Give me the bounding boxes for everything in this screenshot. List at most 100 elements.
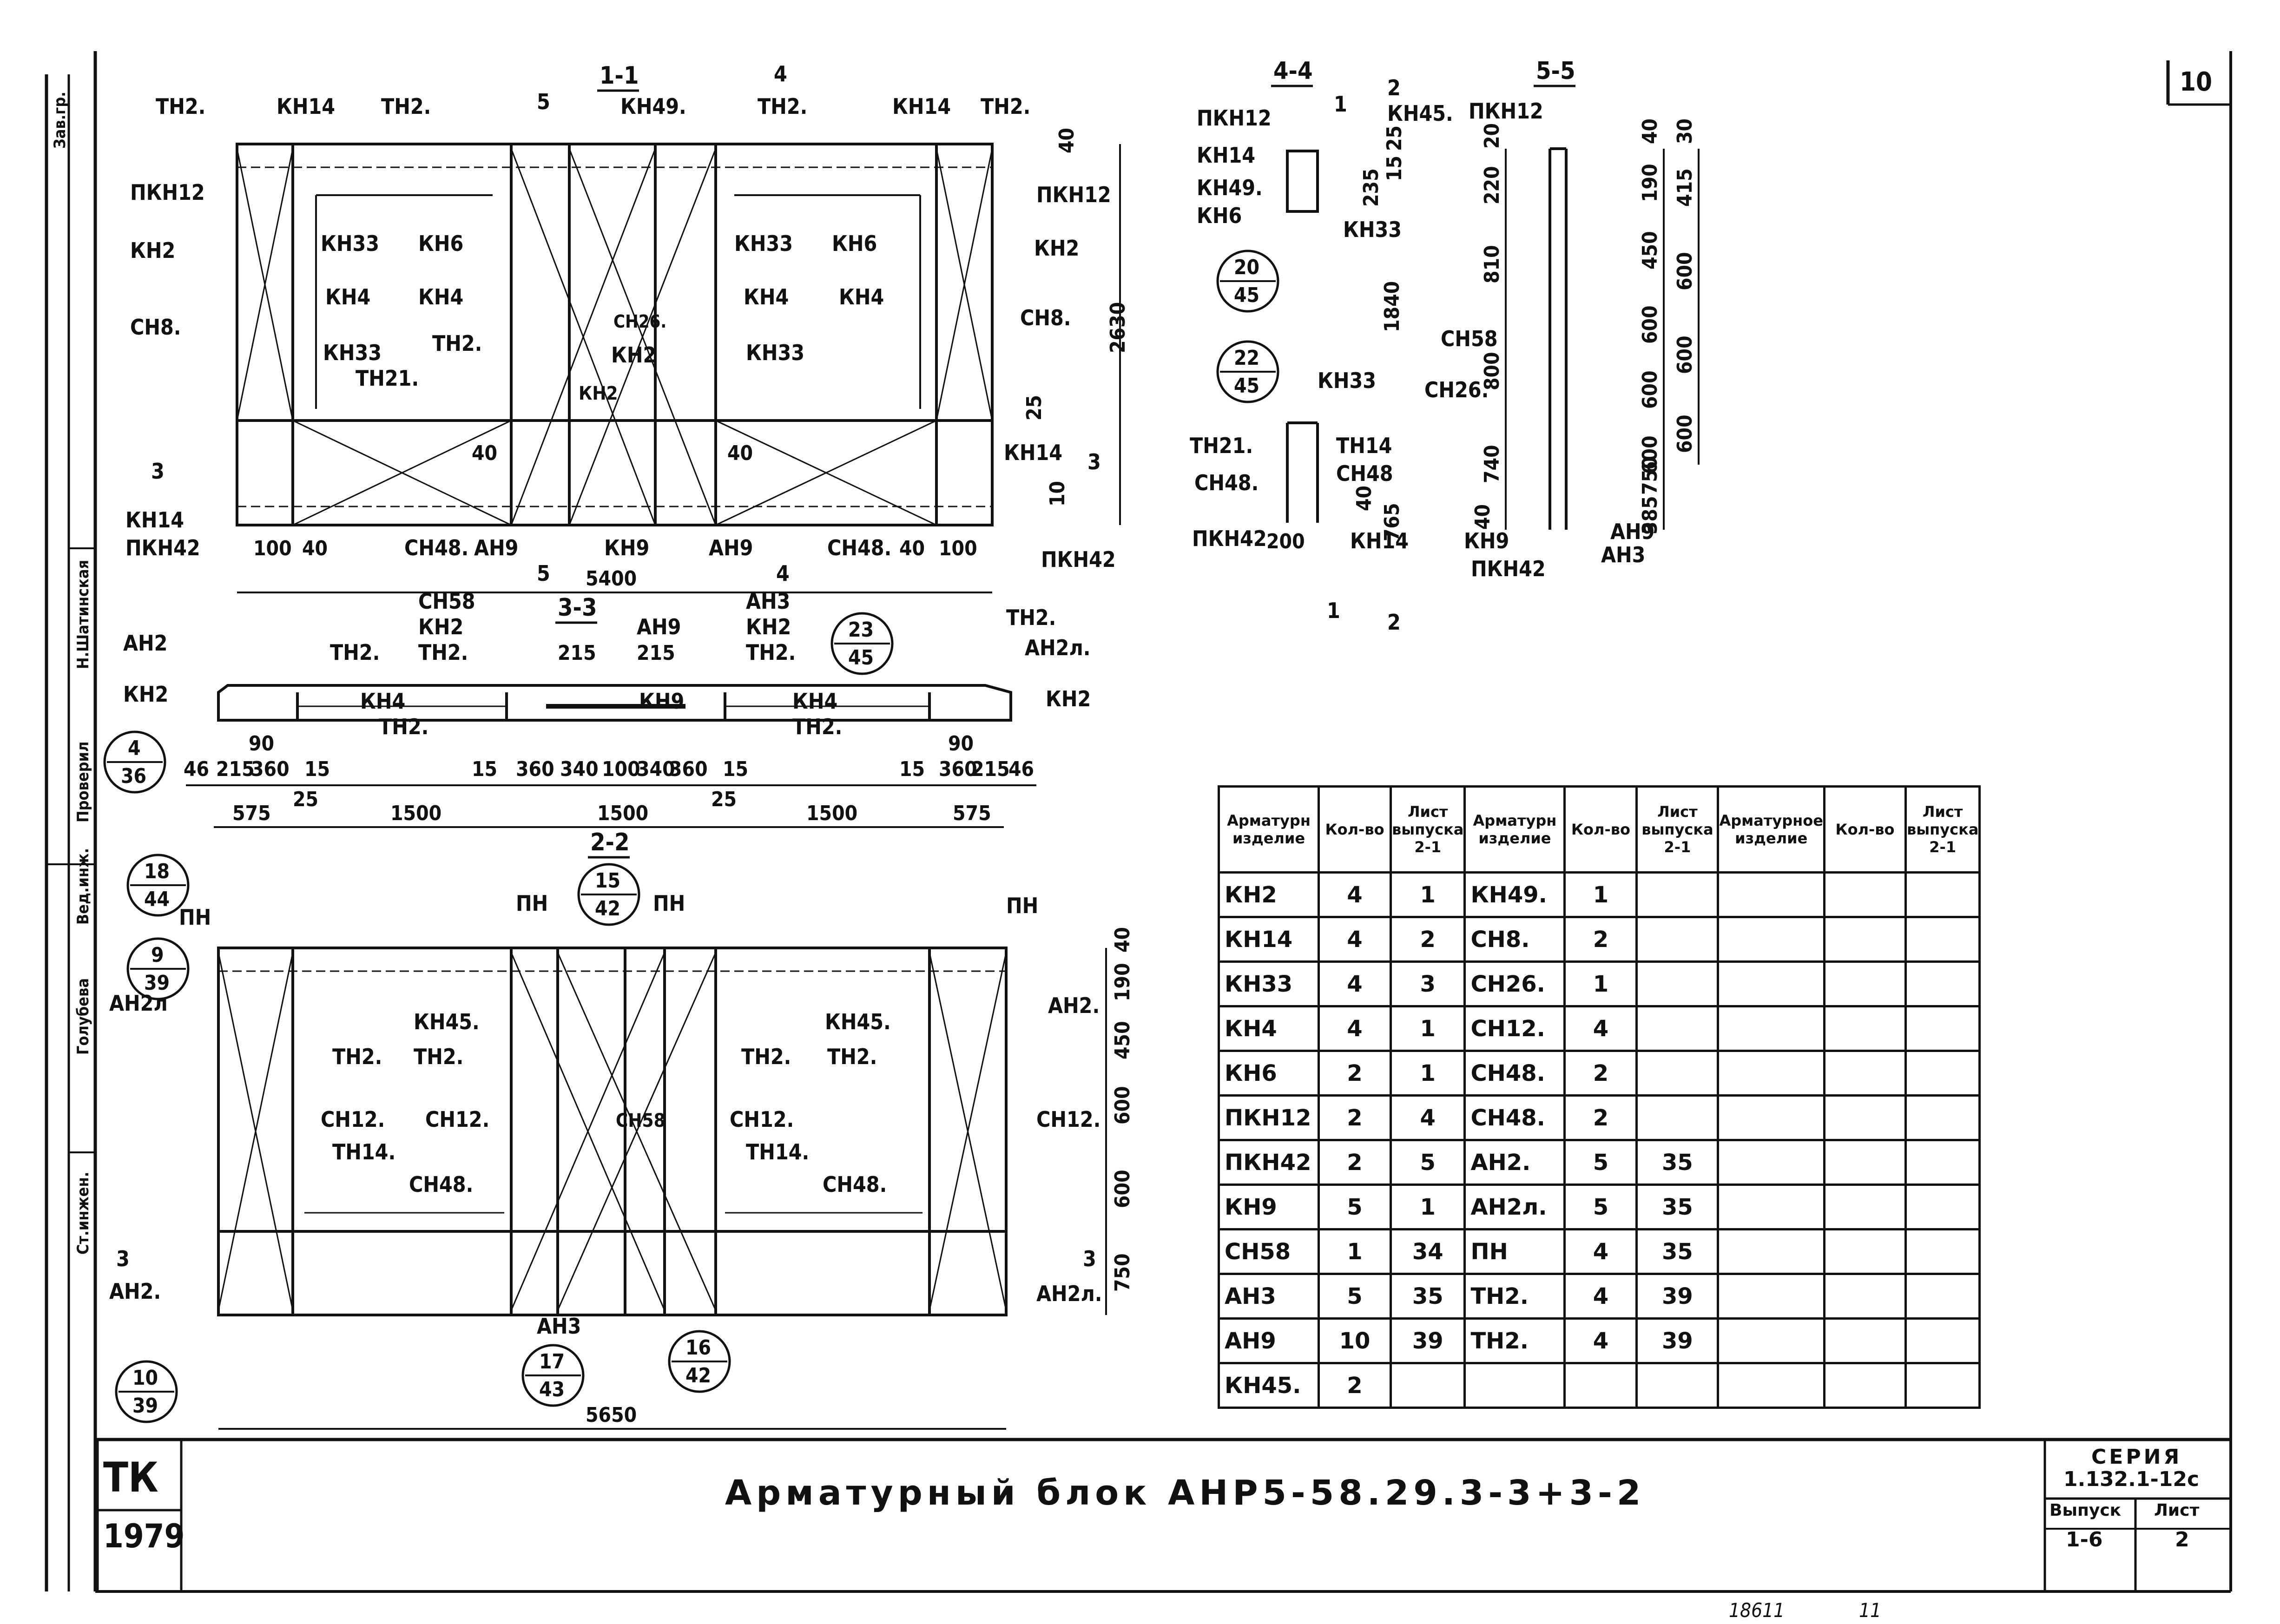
- d33-s0: 46: [184, 757, 209, 781]
- spec-cell-empty: [1904, 1273, 1981, 1320]
- spec-cell-empty: [1717, 1094, 1825, 1141]
- spec-cell: 10: [1318, 1317, 1392, 1364]
- section-title-1-1: 1-1: [600, 62, 639, 90]
- circle-44-0-bot: 45: [1234, 283, 1259, 307]
- spec-cell: 4: [1318, 1005, 1392, 1052]
- spec-cell-empty: [1904, 1050, 1981, 1097]
- d33-s9: 100: [602, 757, 640, 781]
- dim-55-m7: 385: [1638, 496, 1662, 534]
- spec-cell-empty: [1904, 871, 1981, 918]
- dim-55-r0: 30: [1673, 118, 1697, 144]
- spec-cell: 35: [1635, 1183, 1720, 1230]
- cut-marks-2-2: 3 3: [116, 1246, 1096, 1271]
- spec-cell-empty: [1823, 1362, 1907, 1409]
- spec-cell: 5: [1563, 1139, 1638, 1186]
- d33-s6: 15: [472, 757, 497, 781]
- spec-cell-empty: [1823, 871, 1907, 918]
- dim-44-1: 235: [1359, 168, 1383, 207]
- lbl-11-bot-1: АН9: [474, 535, 518, 560]
- lbl-33-11: ТН2.: [379, 714, 428, 739]
- lbl-11-top-0: ТН2.: [156, 94, 205, 119]
- labels-3-3: АН2 КН2 ТН2. СН58 КН2 ТН2. АН9 АН3 КН2 Т…: [123, 589, 1091, 739]
- lbl-33-17: КН2: [1046, 686, 1091, 711]
- dim-55-m3: 600: [1638, 305, 1662, 344]
- lbl-44-1: КН14: [1197, 143, 1255, 168]
- d33-m4: 575: [953, 802, 991, 825]
- lbl-44-9: СН48.: [1194, 470, 1259, 495]
- lbl-11-top-5: КН14: [892, 94, 951, 119]
- dims-2-2: 40 190 450 600 600 750 5650: [586, 927, 1134, 1427]
- d33-s7: 360: [516, 757, 554, 781]
- circle-22-3-top: 10: [132, 1366, 158, 1390]
- spec-cell: СН8.: [1463, 916, 1566, 963]
- dim-22-5: 750: [1111, 1253, 1134, 1292]
- d33-s3: 360: [251, 757, 290, 781]
- dim-55-r3: 600: [1673, 335, 1697, 374]
- spec-cell: ТН2.: [1463, 1317, 1566, 1364]
- dim-22-total: 5650: [586, 1403, 637, 1427]
- footer-number-left: 18611: [1729, 1599, 1785, 1622]
- spec-cell: СН58: [1218, 1228, 1320, 1275]
- circles-4-4: 20 45 22 45: [1216, 250, 1279, 403]
- lbl-44-7: ТН21.: [1190, 433, 1253, 458]
- circle-22-0-bot: 44: [144, 888, 170, 911]
- lbl-11-in-6: ТН21.: [356, 366, 419, 391]
- spec-cell: 34: [1389, 1228, 1466, 1275]
- spec-cell-empty: [1717, 1362, 1825, 1409]
- circle-22-2-bot: 42: [595, 897, 620, 920]
- d33-s17: 215: [971, 757, 1010, 781]
- title-block: СЕРИЯ 1.132.1-12с Выпуск 1-6 Лист 2: [2045, 1440, 2231, 1552]
- spec-cell: 1: [1389, 1005, 1466, 1052]
- sheet-label: Лист: [2154, 1501, 2200, 1520]
- lbl-11-top-4: ТН2.: [758, 94, 807, 119]
- labels-5-5: ПКН12 СН58 СН26. КН9 ПКН42 АН9 АН3: [1424, 99, 1654, 581]
- dim-55-r4: 600: [1673, 414, 1697, 453]
- side-stamp: Н.Шатинская Проверил Вед.инж. Голубева С…: [51, 92, 92, 1255]
- issue-label: Выпуск: [2049, 1501, 2122, 1520]
- lbl-44-6: КН33: [1318, 368, 1376, 393]
- spec-cell: 1: [1318, 1228, 1392, 1275]
- lbl-44-5: КН33: [1343, 217, 1402, 242]
- spec-cell-empty: [1904, 960, 1981, 1007]
- lbl-11-left-3: КН14: [125, 507, 184, 533]
- lbl-22-21: АН2.: [109, 1279, 161, 1304]
- lbl-11-right-2: СН8.: [1020, 305, 1071, 330]
- spec-cell-empty: [1823, 1094, 1907, 1141]
- spec-cell: ПКН42: [1218, 1139, 1320, 1186]
- lbl-55-6: АН3: [1601, 542, 1645, 567]
- main-dims-3-3: 575 1500 1500 1500 575: [232, 802, 991, 825]
- spec-cell: [1635, 1094, 1720, 1141]
- spec-cell: КН6: [1218, 1050, 1320, 1097]
- spec-cell: 2: [1563, 1050, 1638, 1097]
- spec-cell-empty: [1823, 1273, 1907, 1320]
- lbl-11-top-6: ТН2.: [981, 94, 1030, 119]
- dim-22-0: 40: [1111, 927, 1134, 953]
- view-5-5: 5-5 ПКН12 СН58 СН26. КН9 ПКН42 АН9 АН3 2…: [1424, 57, 1700, 581]
- d33-s11: 360: [669, 757, 708, 781]
- lbl-22-5: КН45.: [825, 1009, 891, 1034]
- spec-cell: 4: [1318, 871, 1392, 918]
- dim-55-m6: 750: [1638, 456, 1662, 495]
- series-value: 1.132.1-12с: [2063, 1467, 2200, 1491]
- dimlines-1-1: [237, 144, 1121, 593]
- lbl-11-in-7: СН26.: [613, 311, 666, 332]
- lbl-22-10: ТН2.: [827, 1044, 877, 1069]
- circle-22-4-bot: 43: [539, 1378, 565, 1401]
- lbl-33-9: ТН2.: [746, 640, 796, 665]
- spec-cell: АН9: [1218, 1317, 1320, 1364]
- circle-22-4-top: 17: [539, 1350, 565, 1374]
- spec-cell: СН48.: [1463, 1094, 1566, 1141]
- d33-s1: 215: [216, 757, 255, 781]
- lbl-44-2: КН49.: [1197, 175, 1263, 200]
- spec-cell: 2: [1318, 1362, 1392, 1409]
- d33-s13: 25: [711, 788, 737, 811]
- circle-22-0-top: 18: [144, 860, 170, 883]
- cut-22-1: 3: [1083, 1246, 1096, 1271]
- spec-cell: 1: [1563, 960, 1638, 1007]
- lbl-22-22: АН3: [537, 1314, 581, 1339]
- labels-4-4: ПКН12 КН14 КН49. КН6 КН45. КН33 КН33 ТН2…: [1190, 101, 1453, 553]
